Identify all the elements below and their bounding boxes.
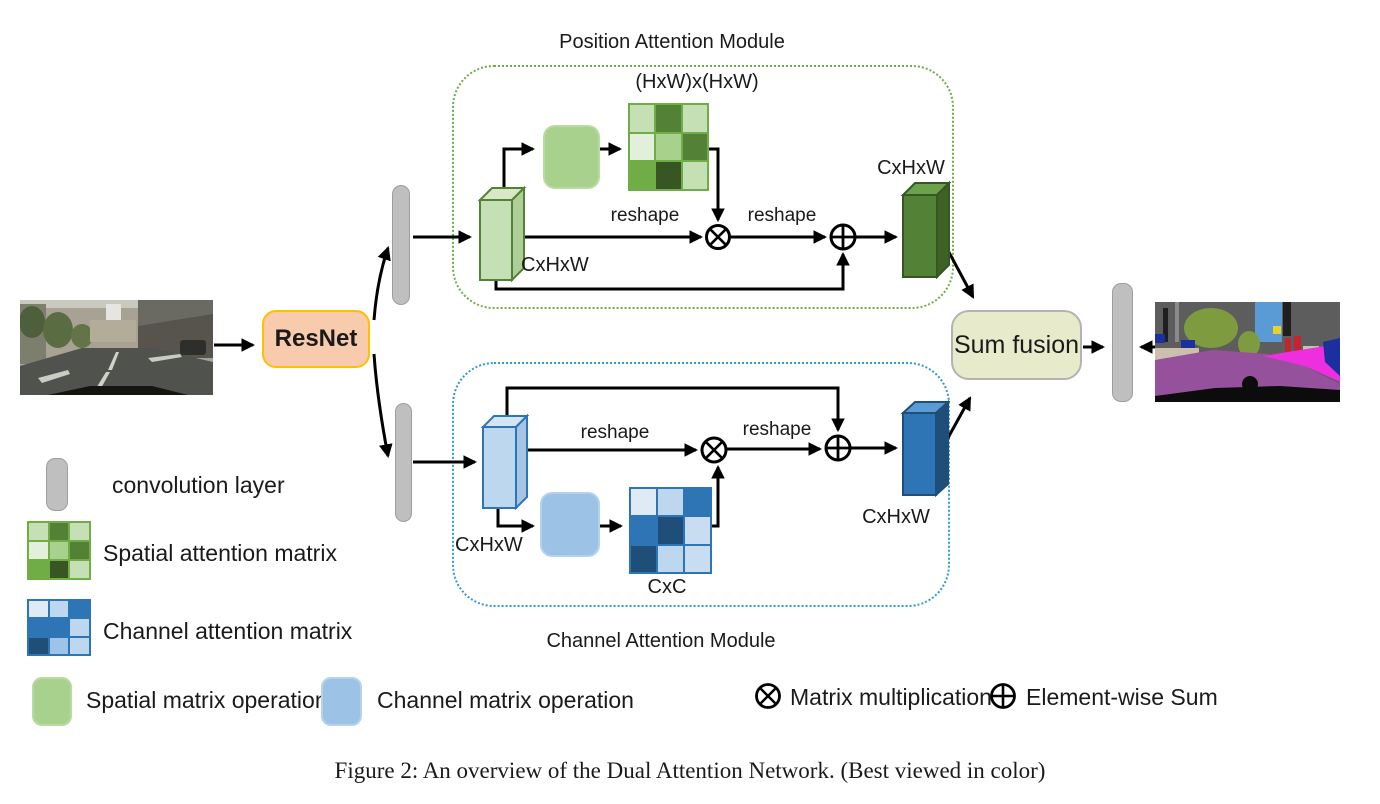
legend-spatial-attention-label: Spatial attention matrix	[103, 540, 337, 566]
arrow-channel-skip-connection	[505, 386, 845, 433]
matrix-cell	[49, 523, 69, 540]
sum-fusion-label: Sum fusion	[953, 330, 1080, 359]
channel-reshape-right-label: reshape	[742, 419, 812, 440]
channel-input-dims-label: CxHxW	[455, 534, 523, 556]
position-elementwise-sum-icon	[829, 223, 857, 251]
arrow-feature-to-spatial-op	[502, 142, 536, 198]
matrix-cell	[630, 162, 655, 189]
arrow-resnet-to-top-conv	[372, 246, 391, 321]
matrix-cell	[49, 637, 69, 654]
matrix-cell	[70, 542, 89, 559]
conv-layer-bar-top	[392, 185, 410, 305]
channel-elementwise-sum-icon	[824, 434, 852, 462]
input-street-image	[20, 300, 213, 395]
matrix-cell	[70, 561, 89, 578]
legend-conv-layer-bar	[46, 458, 68, 511]
channel-matmul-icon	[700, 436, 728, 464]
position-module-title: Position Attention Module	[559, 31, 785, 53]
legend-channel-attention-label: Channel attention matrix	[103, 618, 353, 644]
matrix-cell	[631, 489, 656, 516]
matrix-cell	[658, 489, 683, 516]
matrix-cell	[29, 637, 48, 654]
position-output-dims-label: CxHxW	[877, 157, 945, 179]
resnet-box: ResNet	[262, 310, 370, 368]
arrow-resnet-to-bottom-conv	[372, 353, 393, 459]
legend-element-wise-sum-label: Element-wise Sum	[1026, 684, 1218, 710]
matrix-cell	[49, 601, 69, 618]
position-input-dims-label: CxHxW	[521, 254, 589, 276]
matrix-cell	[49, 542, 69, 559]
arrow-position-skip-connection	[494, 251, 850, 291]
matrix-cell	[685, 489, 710, 516]
channel-output-dims-label: CxHxW	[862, 506, 930, 528]
matrix-cell	[656, 133, 681, 161]
legend-channel-attention-matrix	[27, 599, 91, 656]
matrix-cell	[656, 162, 681, 189]
conv-layer-bar-output	[1112, 283, 1133, 402]
arrow-spatial-matrix-to-matmul	[709, 147, 725, 223]
position-attention-map-dims: (HxW)x(HxW)	[635, 71, 759, 93]
matrix-cell	[658, 517, 683, 544]
legend-conv-layer-label: convolution layer	[112, 472, 285, 498]
matrix-cell	[631, 517, 656, 544]
matrix-cell	[29, 523, 48, 540]
channel-reshape-left-label: reshape	[580, 422, 650, 443]
matrix-cell	[29, 561, 48, 578]
channel-module-border	[452, 362, 950, 607]
matrix-cell	[70, 601, 89, 618]
position-matmul-icon	[705, 224, 731, 250]
figure-caption: Figure 2: An overview of the Dual Attent…	[334, 758, 1046, 783]
position-reshape-left-label: reshape	[610, 205, 680, 226]
position-input-feature-box	[477, 185, 527, 283]
channel-input-feature-box	[480, 413, 530, 511]
matrix-cell	[631, 545, 656, 572]
matrix-cell	[682, 162, 707, 189]
spatial-matrix-operation-box	[543, 125, 600, 189]
legend-spatial-operation-box	[32, 677, 72, 726]
matrix-cell	[49, 561, 69, 578]
channel-output-feature-box	[900, 399, 951, 498]
arrow-channel-matrix-to-matmul	[711, 464, 725, 528]
position-module-border	[452, 65, 954, 309]
conv-layer-bar-bottom	[395, 403, 412, 522]
resnet-label: ResNet	[274, 325, 358, 352]
matrix-cell	[49, 619, 69, 636]
sum-fusion-box: Sum fusion	[951, 310, 1082, 380]
channel-attention-map-dims: CxC	[647, 576, 687, 598]
matrix-cell	[658, 545, 683, 572]
position-reshape-right-label: reshape	[747, 205, 817, 226]
arrow-feature-to-channel-op	[496, 508, 536, 533]
matrix-cell	[70, 523, 89, 540]
legend-spatial-operation-label: Spatial matrix operation	[86, 687, 328, 713]
matrix-cell	[682, 133, 707, 161]
channel-attention-matrix	[629, 487, 712, 574]
matrix-cell	[656, 105, 681, 132]
matrix-cell	[685, 517, 710, 544]
legend-matrix-multiplication-label: Matrix multiplication	[790, 684, 992, 710]
channel-matrix-operation-box	[540, 492, 600, 557]
matrix-cell	[630, 133, 655, 161]
matrix-cell	[685, 545, 710, 572]
matrix-multiplication-icon	[755, 683, 781, 709]
position-output-feature-box	[900, 180, 952, 280]
matrix-cell	[29, 619, 48, 636]
legend-spatial-attention-matrix	[27, 521, 91, 580]
channel-module-title: Channel Attention Module	[546, 630, 776, 652]
matrix-cell	[630, 105, 655, 132]
legend-channel-operation-box	[321, 677, 362, 726]
matrix-cell	[29, 542, 48, 559]
matrix-cell	[682, 105, 707, 132]
spatial-attention-matrix	[628, 103, 709, 191]
matrix-cell	[70, 637, 89, 654]
output-segmentation-image	[1155, 302, 1340, 402]
legend-channel-operation-label: Channel matrix operation	[377, 687, 634, 713]
element-wise-sum-icon	[990, 683, 1016, 709]
matrix-cell	[29, 601, 48, 618]
matrix-cell	[70, 619, 89, 636]
